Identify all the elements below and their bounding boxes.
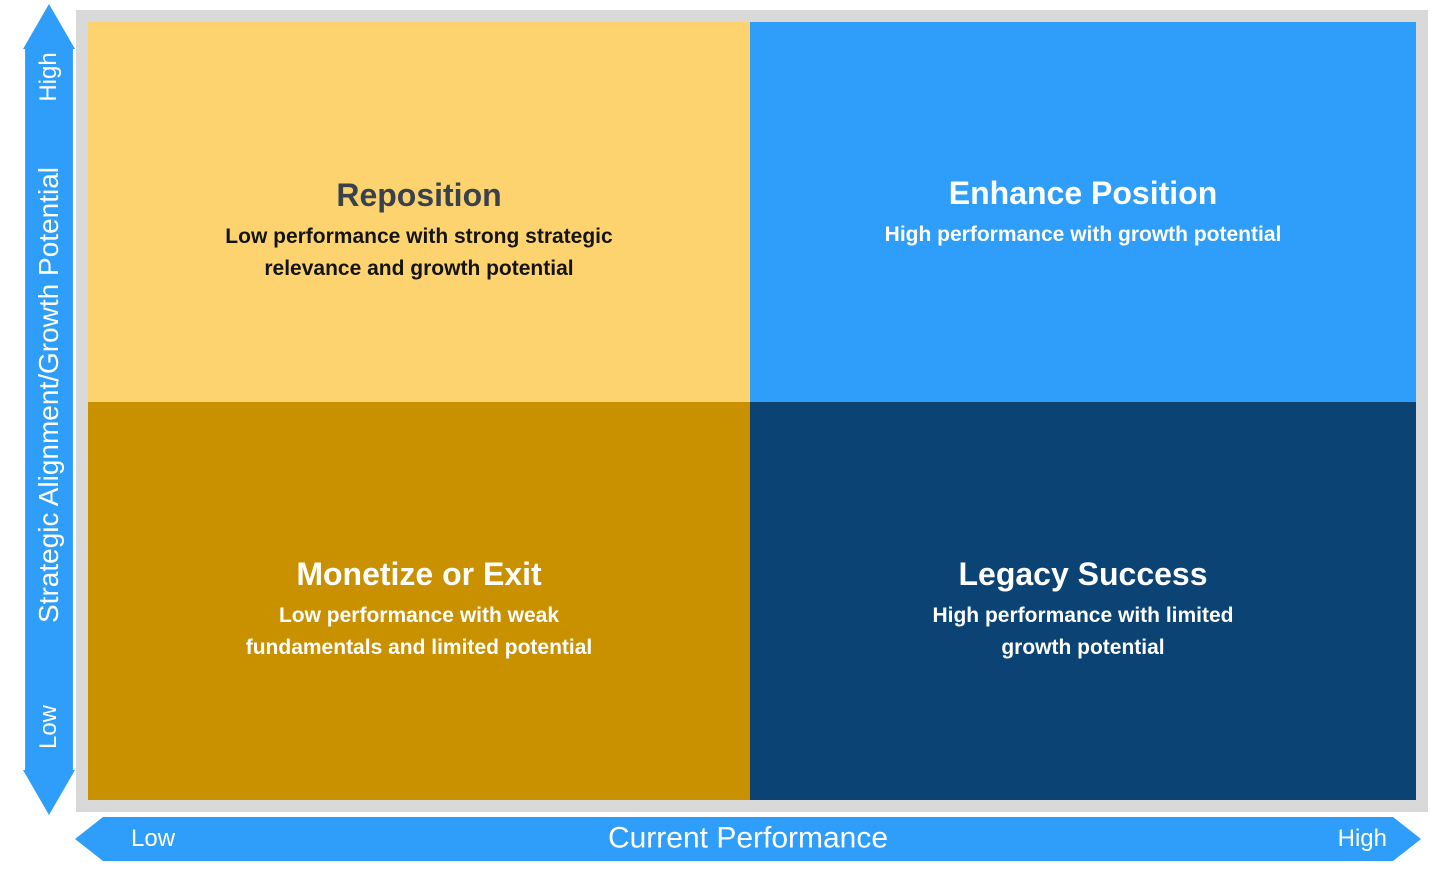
quadrant-enhance-position-title: Enhance Position [948,175,1218,212]
x-axis-high-label: High [1337,825,1387,852]
y-axis-low-label: Low [35,704,62,750]
x-axis-low-label: Low [131,825,176,852]
quadrant-grid: Reposition Low performance with strong s… [88,22,1416,800]
y-axis-title: Strategic Alignment/Growth Potential [33,166,64,624]
quadrant-monetize-or-exit-title: Monetize or Exit [296,556,542,593]
quadrant-reposition-title: Reposition [336,177,502,214]
quadrant-reposition: Reposition Low performance with strong s… [88,22,750,402]
y-axis-high-label: High [35,52,62,102]
quadrant-monetize-or-exit-subtitle: Low performance with weak fundamentals a… [245,604,593,659]
matrix-frame: Reposition Low performance with strong s… [76,10,1428,812]
quadrant-legacy-success: Legacy Success High performance with lim… [750,402,1416,800]
x-axis-title: Current Performance [607,821,889,855]
quadrant-reposition-subtitle: Low performance with strong strategic re… [225,225,613,280]
quadrant-legacy-success-title: Legacy Success [958,556,1208,593]
quadrant-enhance-position: Enhance Position High performance with g… [750,22,1416,402]
quadrant-monetize-or-exit: Monetize or Exit Low performance with we… [88,402,750,800]
x-axis-arrow: Low Current Performance High [75,817,1421,861]
y-axis-arrow: High Strategic Alignment/Growth Potentia… [23,4,75,815]
quadrant-enhance-position-subtitle: High performance with growth potential [884,223,1282,247]
quadrant-legacy-success-subtitle: High performance with limited growth pot… [932,604,1234,659]
